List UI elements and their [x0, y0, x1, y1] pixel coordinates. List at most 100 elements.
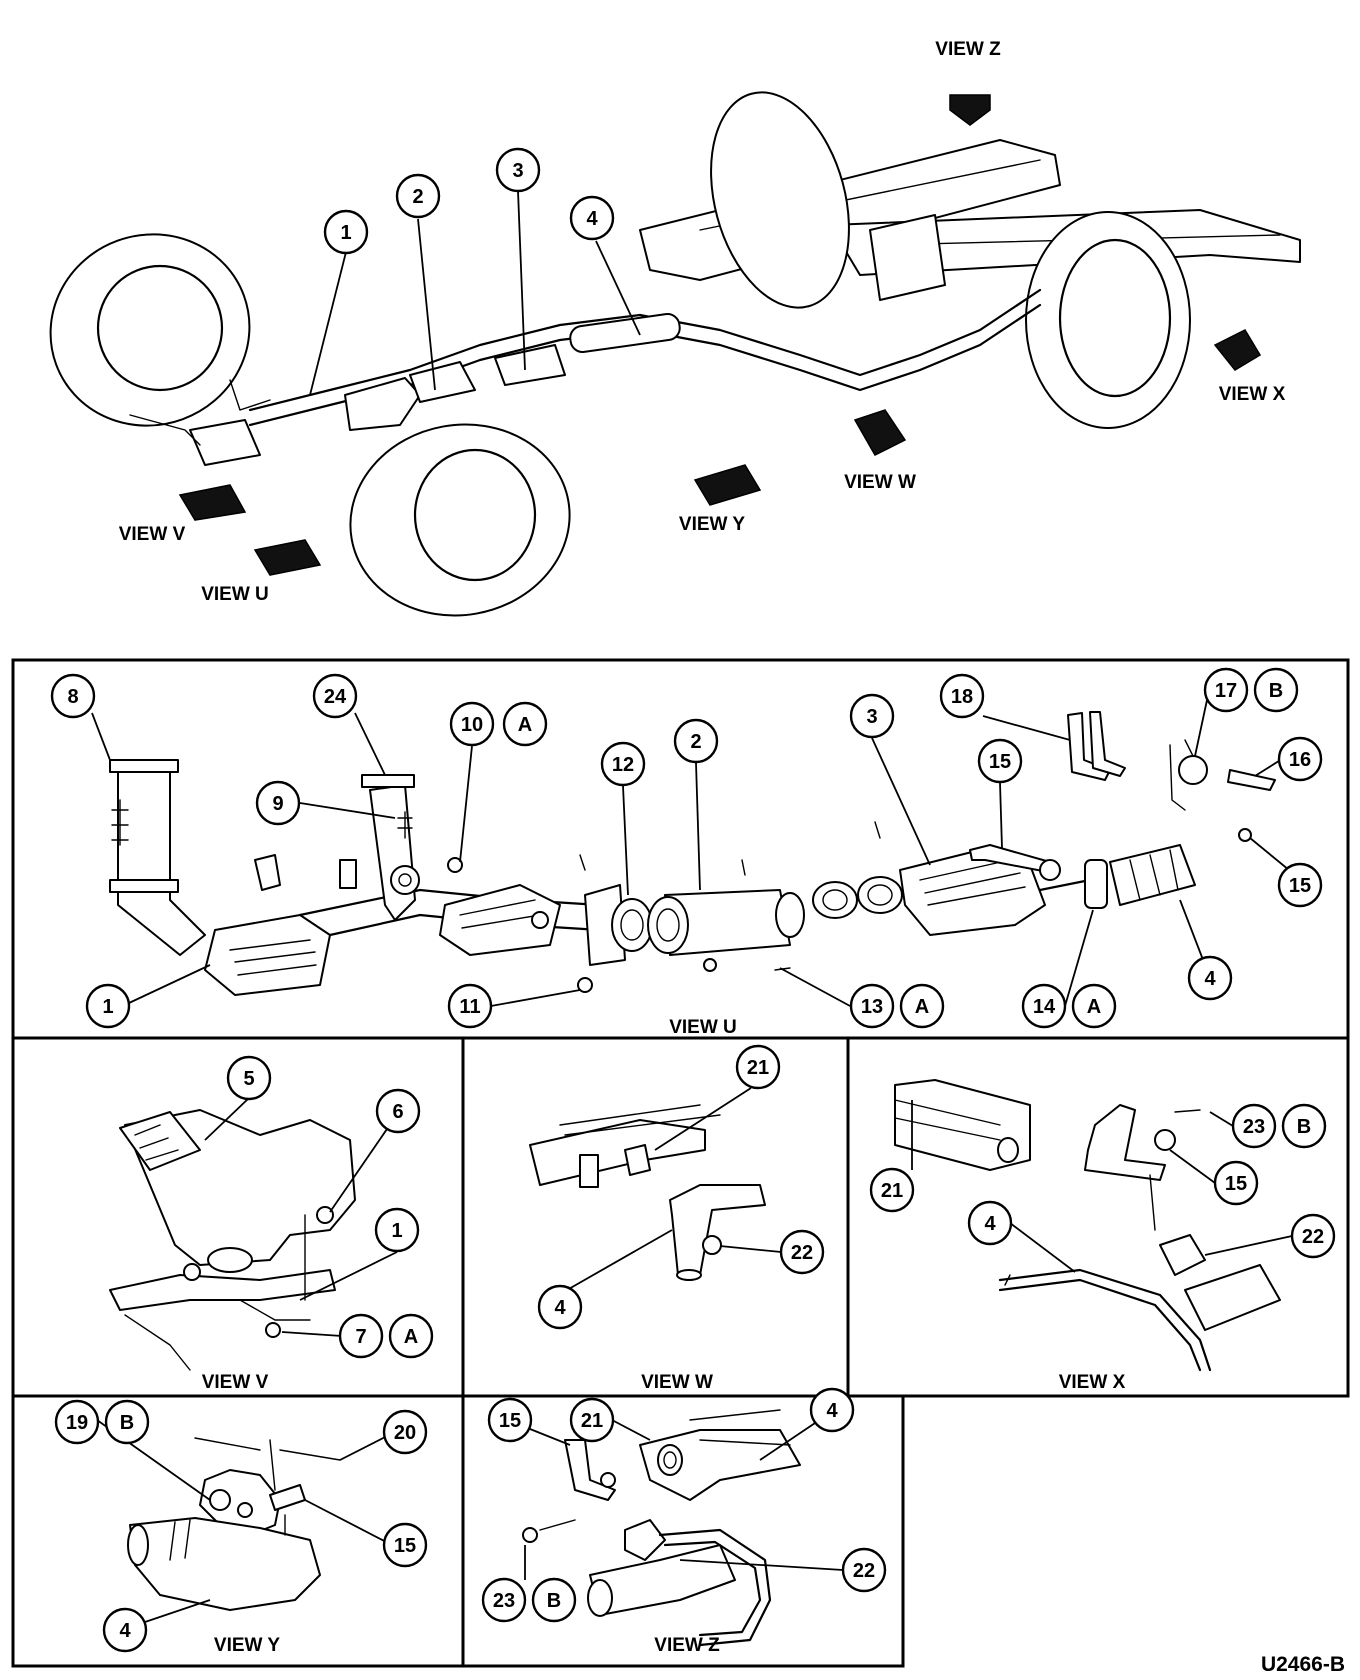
callout-w-21: 21	[735, 1044, 781, 1090]
callout-u-a2: A	[899, 983, 945, 1029]
svg-text:B: B	[1269, 680, 1283, 702]
callout-v-6: 6	[375, 1088, 421, 1134]
callout-u-15a: 15	[977, 738, 1023, 784]
view-u-caption: VIEW U	[669, 1017, 737, 1038]
svg-text:A: A	[915, 996, 929, 1018]
frame-rail-21-z	[639, 1429, 801, 1501]
callout-v-1: 1	[374, 1207, 420, 1253]
svg-text:9: 9	[272, 793, 283, 815]
rear-right-tire	[1025, 211, 1191, 429]
view-z-caption: VIEW Z	[654, 1635, 720, 1656]
callout-u-10: 10	[449, 701, 495, 747]
pipe-4-u	[1109, 844, 1196, 906]
callout-u-24: 24	[312, 673, 358, 719]
callout-u-17: 17	[1203, 667, 1249, 713]
svg-text:4: 4	[826, 1400, 838, 1422]
insulator-22-w	[702, 1235, 722, 1255]
diagram-code: U2466-B	[1261, 1653, 1345, 1676]
view-w-caption: VIEW W	[641, 1372, 713, 1393]
svg-text:21: 21	[581, 1410, 603, 1432]
callout-u-a3: A	[1071, 983, 1117, 1029]
callout-z-b: B	[531, 1577, 577, 1623]
svg-text:1: 1	[391, 1220, 402, 1242]
muffler-x	[1184, 1264, 1281, 1331]
view-x-panel	[846, 1036, 1350, 1398]
callout-u-b: B	[1253, 667, 1299, 713]
callout-z-21: 21	[569, 1397, 615, 1443]
insulator-22-x	[1159, 1234, 1206, 1276]
svg-text:15: 15	[989, 751, 1011, 773]
svg-text:B: B	[120, 1412, 134, 1434]
callout-3: 3	[495, 147, 541, 193]
view-w-arrow-icon	[853, 409, 907, 456]
catalytic-converter-2	[439, 884, 561, 956]
callout-v-5: 5	[226, 1055, 272, 1101]
svg-text:4: 4	[984, 1213, 996, 1235]
svg-text:2: 2	[412, 186, 423, 208]
callout-u-14: 14	[1021, 983, 1067, 1029]
svg-text:13: 13	[861, 996, 883, 1018]
pipe-4-y	[129, 1517, 321, 1611]
callout-z-4: 4	[809, 1387, 855, 1433]
front-left-tire	[49, 233, 251, 427]
view-y-drawing: 19 B 20 15 4 VIEW Y	[54, 1399, 428, 1656]
view-u-drawing: 8 24 10 A 12 2 3 18 17 B 15 16 9 15 1 11…	[50, 667, 1323, 1038]
view-z-arrow-icon	[949, 94, 991, 126]
callout-u-11: 11	[447, 983, 493, 1029]
view-label-y: VIEW Y	[679, 514, 745, 535]
svg-text:12: 12	[612, 754, 634, 776]
svg-text:B: B	[1297, 1116, 1311, 1138]
flange-12	[584, 884, 626, 966]
callout-x-22: 22	[1290, 1213, 1336, 1259]
svg-text:1: 1	[102, 996, 113, 1018]
callout-x-b: B	[1281, 1103, 1327, 1149]
svg-text:22: 22	[1302, 1226, 1324, 1248]
svg-text:15: 15	[1225, 1173, 1247, 1195]
insulator-22-z	[624, 1519, 666, 1561]
svg-text:19: 19	[66, 1412, 88, 1434]
callout-x-15: 15	[1213, 1160, 1259, 1206]
svg-text:23: 23	[493, 1590, 515, 1612]
frame-crossmember	[869, 214, 946, 301]
exhaust-pipe-run	[248, 288, 1042, 412]
view-z-panel	[461, 1394, 905, 1668]
callout-u-4: 4	[1187, 955, 1233, 1001]
view-z-drawing: 15 21 4 22 23 B VIEW Z	[481, 1387, 887, 1656]
callout-x-23: 23	[1231, 1103, 1277, 1149]
callout-u-13: 13	[849, 983, 895, 1029]
callout-y-15: 15	[382, 1522, 428, 1568]
view-label-v: VIEW V	[119, 524, 186, 545]
muffler-overview	[569, 313, 681, 353]
svg-text:4: 4	[554, 1297, 566, 1319]
callout-u-3: 3	[849, 693, 895, 739]
view-x-arrow-icon	[1213, 329, 1262, 371]
svg-text:3: 3	[866, 706, 877, 728]
insulator-19	[199, 1469, 281, 1536]
view-u-panel	[11, 658, 1350, 1040]
callout-z-15: 15	[487, 1397, 533, 1443]
svg-text:B: B	[547, 1590, 561, 1612]
svg-text:A: A	[404, 1326, 418, 1348]
view-v-arrow-icon	[178, 484, 247, 521]
svg-text:16: 16	[1289, 749, 1311, 771]
svg-text:15: 15	[499, 1410, 521, 1432]
gasket-1	[812, 881, 858, 919]
view-label-w: VIEW W	[844, 472, 916, 493]
svg-text:11: 11	[459, 996, 480, 1018]
svg-text:17: 17	[1215, 680, 1237, 702]
view-w-panel	[461, 1036, 850, 1398]
svg-text:21: 21	[881, 1180, 903, 1202]
view-y-arrow-icon	[693, 464, 762, 506]
svg-text:24: 24	[324, 686, 347, 708]
pipe-4-w	[669, 1184, 766, 1276]
svg-text:6: 6	[392, 1101, 403, 1123]
svg-text:23: 23	[1243, 1116, 1265, 1138]
callout-y-4: 4	[102, 1607, 148, 1653]
svg-text:5: 5	[243, 1068, 254, 1090]
catalyst-overview-1	[344, 377, 421, 431]
svg-text:3: 3	[512, 160, 523, 182]
view-v-drawing: 5 6 1 7 A VIEW V	[109, 1055, 434, 1393]
view-w-drawing: 21 22 4 VIEW W	[529, 1044, 825, 1393]
svg-text:15: 15	[394, 1535, 416, 1557]
callout-y-19: 19	[54, 1399, 100, 1445]
